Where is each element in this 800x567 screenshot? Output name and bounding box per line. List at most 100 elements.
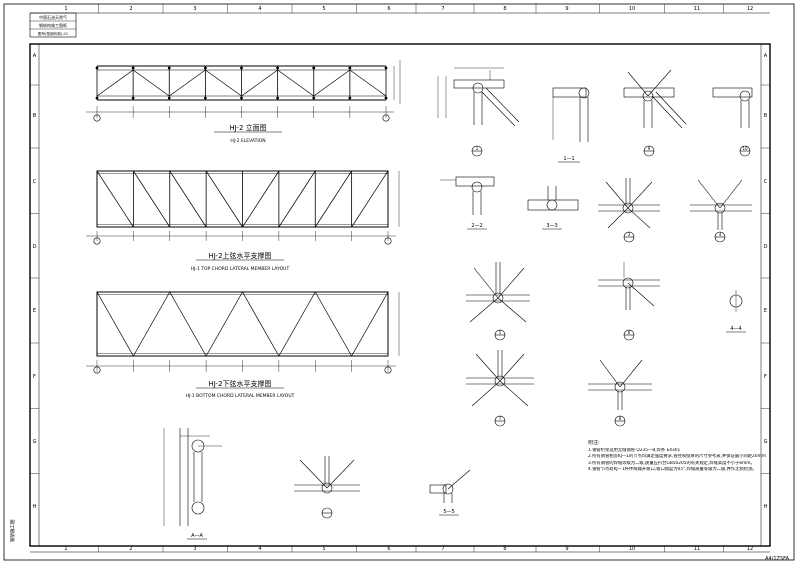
grid-col-top-5: 5 <box>322 6 325 12</box>
top-plan-brace <box>133 170 171 228</box>
section-label-1-1: 1—1 <box>563 156 574 162</box>
elevation-subtitle: HJ-2 ELEVATION <box>230 138 265 144</box>
section-label-2-2: 2—2 <box>471 223 482 229</box>
title-stamp: 中国石油天然气 钢结构施工图纸 图号(型钢桁架)-01 <box>29 12 77 38</box>
section-4-4 <box>729 290 743 312</box>
detail-mark-5: 5 <box>499 330 502 335</box>
detail-mark-10: 10 <box>742 146 748 151</box>
grid-col-top-4: 4 <box>258 6 261 12</box>
grid-row-left-H: H <box>33 504 37 510</box>
elev-node <box>167 66 171 70</box>
elev-diagonal-member <box>96 69 134 97</box>
grid-col-top-3: 3 <box>193 6 196 12</box>
node-detail-bottom <box>294 456 360 519</box>
node-detail-1 <box>437 67 520 157</box>
grid-row-left-E: E <box>33 308 36 314</box>
grid-col-bottom-8: 8 <box>503 546 506 552</box>
grid-col-top-6: 6 <box>387 6 390 12</box>
top-plan-brace <box>314 170 352 228</box>
grid-col-top-1: 1 <box>64 6 67 12</box>
elev-node <box>95 66 99 70</box>
grid-row-right-D: D <box>764 244 768 250</box>
grid-col-top-9: 9 <box>565 6 568 12</box>
note-line-2: 2.所有钢管相贯KJ—1的节点均满足强度要求,管径和壁厚的尺寸参考表,并保证最小… <box>588 454 766 460</box>
detail-mark-7: 7 <box>499 416 502 421</box>
bottom-plan-brace <box>278 291 316 357</box>
elev-node <box>348 66 352 70</box>
stamp-line-1: 中国石油天然气 <box>39 14 67 20</box>
section-2-2 <box>440 176 495 215</box>
elev-node <box>203 66 207 70</box>
grid-col-bottom-12: 12 <box>747 546 753 552</box>
grid-row-left-D: D <box>33 244 37 250</box>
general-notes: 附注: 1.钢管桁架选用无缝钢管 Q235—B,焊条 E4301 2.所有钢管相… <box>588 440 766 473</box>
elev-node <box>131 96 135 100</box>
grid-row-right-G: G <box>764 439 768 445</box>
grid-row-left-G: G <box>33 439 37 445</box>
bottom-plan-brace <box>351 291 389 357</box>
elev-node <box>167 96 171 100</box>
elev-node <box>348 96 352 100</box>
stamp-line-3: 图号(型钢桁架)-01 <box>38 31 68 36</box>
node-detail-7 <box>466 350 534 427</box>
support-marker <box>384 366 392 374</box>
elev-node <box>384 66 388 70</box>
grid-col-top-8: 8 <box>503 6 506 12</box>
node-detail-5 <box>466 262 530 341</box>
grid-col-bottom-11: 11 <box>694 546 700 552</box>
outer-border <box>3 3 795 561</box>
grid-row-right-C: C <box>764 179 768 185</box>
detail-mark-6: 6 <box>628 330 631 335</box>
elev-diagonal-member <box>313 69 351 97</box>
elev-diagonal-member <box>169 69 206 97</box>
node-detail-10 <box>712 87 753 157</box>
elev-node <box>276 96 280 100</box>
support-marker <box>384 237 392 245</box>
section-a-a <box>163 428 222 526</box>
grid-col-bottom-2: 2 <box>129 546 132 552</box>
grid-row-left-A: A <box>33 53 37 59</box>
grid-col-top-11: 11 <box>694 6 700 12</box>
grid-row-right-H: H <box>764 504 768 510</box>
elev-node <box>95 96 99 100</box>
grid-col-top-12: 12 <box>747 6 753 12</box>
section-3-3 <box>527 186 579 211</box>
node-detail-8 <box>588 359 652 427</box>
inner-border <box>29 43 771 547</box>
grid-row-right-F: F <box>764 374 767 380</box>
detail-mark-1: 1 <box>476 146 479 151</box>
detail-mark-4: 4 <box>719 232 722 237</box>
bottom-plan-brace <box>133 291 171 357</box>
elev-node <box>240 96 243 100</box>
note-line-1: 1.钢管桁架选用无缝钢管 Q235—B,焊条 E4301 <box>588 448 681 454</box>
elev-diagonal-member <box>132 69 170 97</box>
bottom-plan-subtitle: HJ-1 BOTTOM CHORD LATERAL MEMBER LAYOUT <box>186 393 295 399</box>
elev-diagonal-member <box>349 69 387 97</box>
grid-row-left-F: F <box>33 374 36 380</box>
top-plan-brace <box>96 170 134 228</box>
grid-col-bottom-10: 10 <box>629 546 635 552</box>
elev-node <box>312 96 316 100</box>
bottom-plan-brace <box>242 291 280 357</box>
bottom-plan-brace <box>205 291 243 357</box>
top-plan-subtitle: HJ-1 TOP CHORD LATERAL MEMBER LAYOUT <box>191 266 290 272</box>
grid-col-top-2: 2 <box>129 6 132 12</box>
bottom-plan-brace <box>169 291 207 357</box>
sheet-id: A4/1ZSFA <box>765 556 789 562</box>
grid-row-right-E: E <box>764 308 767 314</box>
grid-col-bottom-4: 4 <box>258 546 261 552</box>
note-line-4: 4.钢管节点处KJ—1杆件两端开坡口,坡口角度为45°,焊缝质量等级为二级,并作… <box>588 466 757 472</box>
top-chord-plan <box>86 170 400 245</box>
detail-mark-8: 8 <box>619 416 622 421</box>
grid-col-top-7: 7 <box>441 6 444 12</box>
elev-diagonal-member <box>277 69 314 97</box>
elev-node <box>131 66 135 70</box>
node-detail-4a <box>690 179 752 243</box>
section-label-5-5: 5—5 <box>443 509 454 515</box>
grid-row-left-C: C <box>33 179 37 185</box>
side-label: 钢架施工图 <box>9 519 16 542</box>
top-plan-brace <box>351 170 389 228</box>
